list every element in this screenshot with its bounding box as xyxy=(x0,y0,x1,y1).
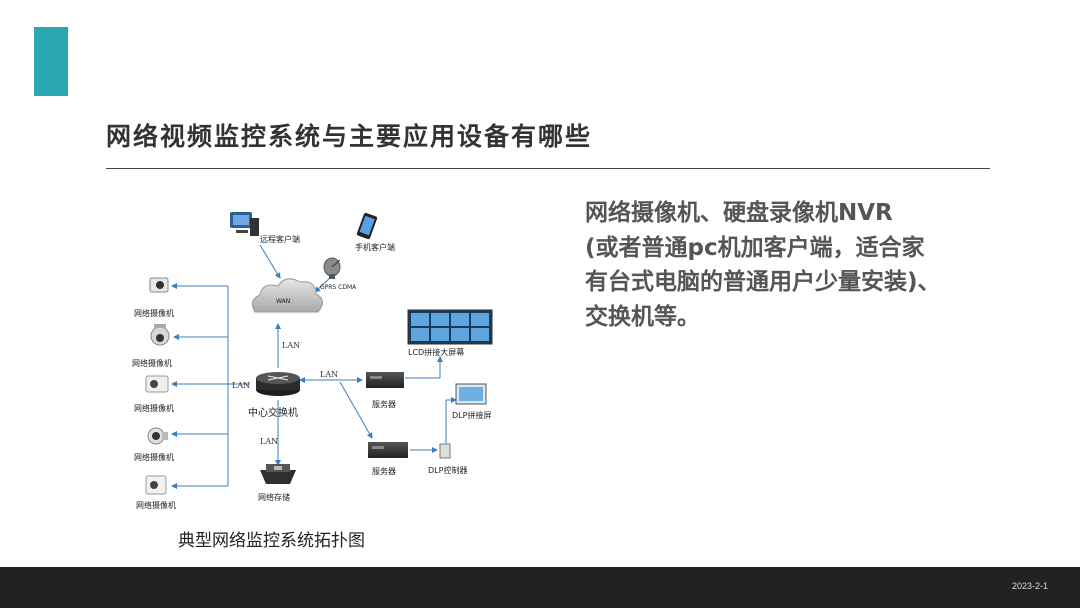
storage-label: 网络存储 xyxy=(258,492,290,502)
gprs-label: GPRS CDMA xyxy=(320,284,357,291)
camera-label: 网络摄像机 xyxy=(134,452,174,462)
description-line: 有台式电脑的普通用户少量安装)、 xyxy=(585,265,1015,300)
camera-label: 网络摄像机 xyxy=(134,308,174,318)
slide-title: 网络视频监控系统与主要应用设备有哪些 xyxy=(106,117,592,153)
lan-label: LAN xyxy=(260,437,278,446)
footer-bar xyxy=(0,567,1080,608)
camera-icon xyxy=(146,376,168,392)
description-line: 交换机等。 xyxy=(585,300,1015,335)
lan-label: LAN xyxy=(232,381,250,390)
wan-label: WAN xyxy=(276,298,290,305)
camera-label: 网络摄像机 xyxy=(132,358,172,368)
server-label: 服务器 xyxy=(372,399,396,409)
description-line: 网络摄像机、硬盘录像机NVR xyxy=(585,196,1015,231)
satellite-dish-icon xyxy=(324,258,340,279)
mobile-client-label: 手机客户端 xyxy=(355,242,395,252)
topology-diagram: 远程客户端 手机客户端 GPRS CDMA WAN LAN LAN LAN LA… xyxy=(110,200,510,520)
lcd-video-wall-icon xyxy=(408,310,492,344)
lan-label: LAN xyxy=(320,370,338,379)
server-icon xyxy=(368,442,408,458)
server-label: 服务器 xyxy=(372,466,396,476)
pan-tilt-camera-icon xyxy=(148,428,168,444)
storage-icon xyxy=(260,464,296,484)
connection-lines xyxy=(172,245,456,486)
camera-label: 网络摄像机 xyxy=(134,403,174,413)
accent-bar xyxy=(34,27,68,96)
diagram-caption: 典型网络监控系统拓扑图 xyxy=(178,526,365,551)
dlp-screen-icon xyxy=(456,384,486,404)
description-line: (或者普通pc机加客户端，适合家 xyxy=(585,231,1015,266)
dlp-controller-icon xyxy=(440,444,450,458)
dlp-screen-label: DLP拼接屏 xyxy=(452,410,491,420)
title-divider xyxy=(106,168,990,169)
dlp-controller-label: DLP控制器 xyxy=(428,465,467,475)
camera-icon xyxy=(146,476,166,494)
server-icon xyxy=(366,372,404,388)
remote-client-label: 远程客户端 xyxy=(260,234,300,244)
camera-icon xyxy=(150,278,168,292)
core-switch-label: 中心交换机 xyxy=(248,406,298,419)
computer-icon xyxy=(230,212,259,236)
lcd-wall-label: LCD拼接大屏幕 xyxy=(408,347,464,357)
wan-cloud-icon xyxy=(252,279,322,312)
slide-date: 2023-2-1 xyxy=(1012,581,1048,591)
mobile-phone-icon xyxy=(356,212,377,239)
dome-camera-icon xyxy=(151,324,169,345)
core-switch-icon xyxy=(256,372,300,396)
lan-label: LAN xyxy=(282,341,300,350)
camera-label: 网络摄像机 xyxy=(136,500,176,510)
description-text: 网络摄像机、硬盘录像机NVR (或者普通pc机加客户端，适合家 有台式电脑的普通… xyxy=(585,196,1015,334)
